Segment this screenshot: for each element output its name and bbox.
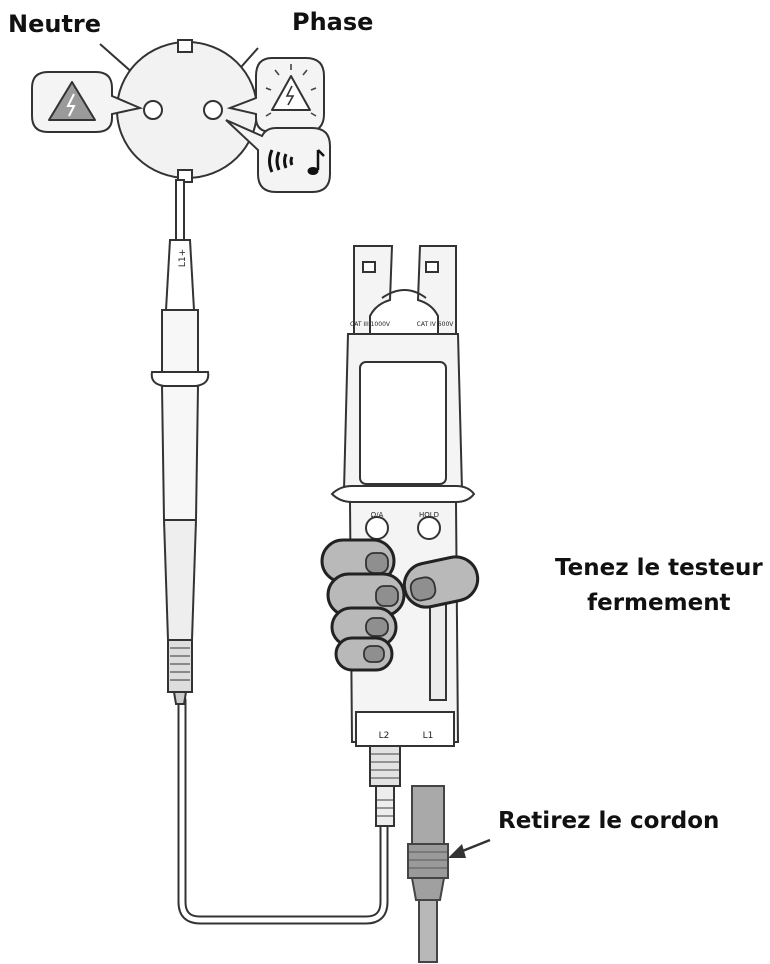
hand bbox=[320, 538, 480, 672]
jaw-mark-left bbox=[362, 261, 376, 273]
music-note-icon bbox=[307, 149, 325, 175]
voltage-alert-icon bbox=[265, 64, 317, 117]
hold-instruction-line-2: fermement bbox=[587, 589, 731, 616]
tester-display bbox=[359, 361, 447, 485]
probe-handle bbox=[160, 385, 200, 521]
ohm-amp-button-label: Ω/A bbox=[371, 511, 384, 519]
hold-button-label: HOLD bbox=[419, 511, 439, 519]
jaw-mark-right bbox=[425, 261, 439, 273]
buzzer-bubble bbox=[225, 119, 331, 193]
thumb bbox=[402, 555, 480, 609]
little-finger bbox=[334, 636, 394, 672]
tester-flange bbox=[330, 485, 476, 503]
ohm-amp-button bbox=[365, 516, 389, 540]
remove-arrow bbox=[448, 838, 491, 858]
hold-button bbox=[417, 516, 441, 540]
terminal-label-l1: L1 bbox=[423, 731, 434, 741]
probe-tip bbox=[175, 179, 185, 241]
lead-cable bbox=[179, 697, 387, 923]
clamp-tester bbox=[330, 245, 476, 827]
hold-instruction-line-1: Tenez le testeur bbox=[555, 555, 763, 581]
hold-tester-instruction: Tenez le testeur fermement bbox=[555, 551, 763, 620]
lead-connector bbox=[369, 745, 401, 787]
probe-marking: L1+ bbox=[178, 249, 188, 267]
phase-hole bbox=[203, 100, 223, 120]
removed-lead-plug bbox=[407, 785, 449, 963]
buzzer-sound-icon bbox=[268, 149, 294, 173]
cat-rating-right: CAT IV 600V bbox=[417, 321, 455, 328]
phase-label: Phase bbox=[292, 8, 374, 36]
socket-notch-top bbox=[177, 39, 193, 53]
terminal-label-l2: L2 bbox=[379, 731, 390, 741]
terminal-panel bbox=[355, 711, 455, 747]
cat-rating-left: CAT III 1000V bbox=[350, 321, 391, 328]
index-finger bbox=[320, 538, 396, 584]
neutral-indicator-bubble bbox=[31, 71, 144, 133]
neutral-hole bbox=[143, 100, 163, 120]
probe-l1 bbox=[150, 179, 210, 705]
wall-socket bbox=[115, 39, 259, 183]
voltage-warning-icon bbox=[48, 81, 96, 121]
neutral-label: Neutre bbox=[8, 10, 102, 38]
probe-strain-relief bbox=[167, 639, 193, 693]
probe-finger-guard bbox=[150, 371, 210, 387]
remove-lead-instruction: Retirez le cordon bbox=[498, 808, 720, 834]
